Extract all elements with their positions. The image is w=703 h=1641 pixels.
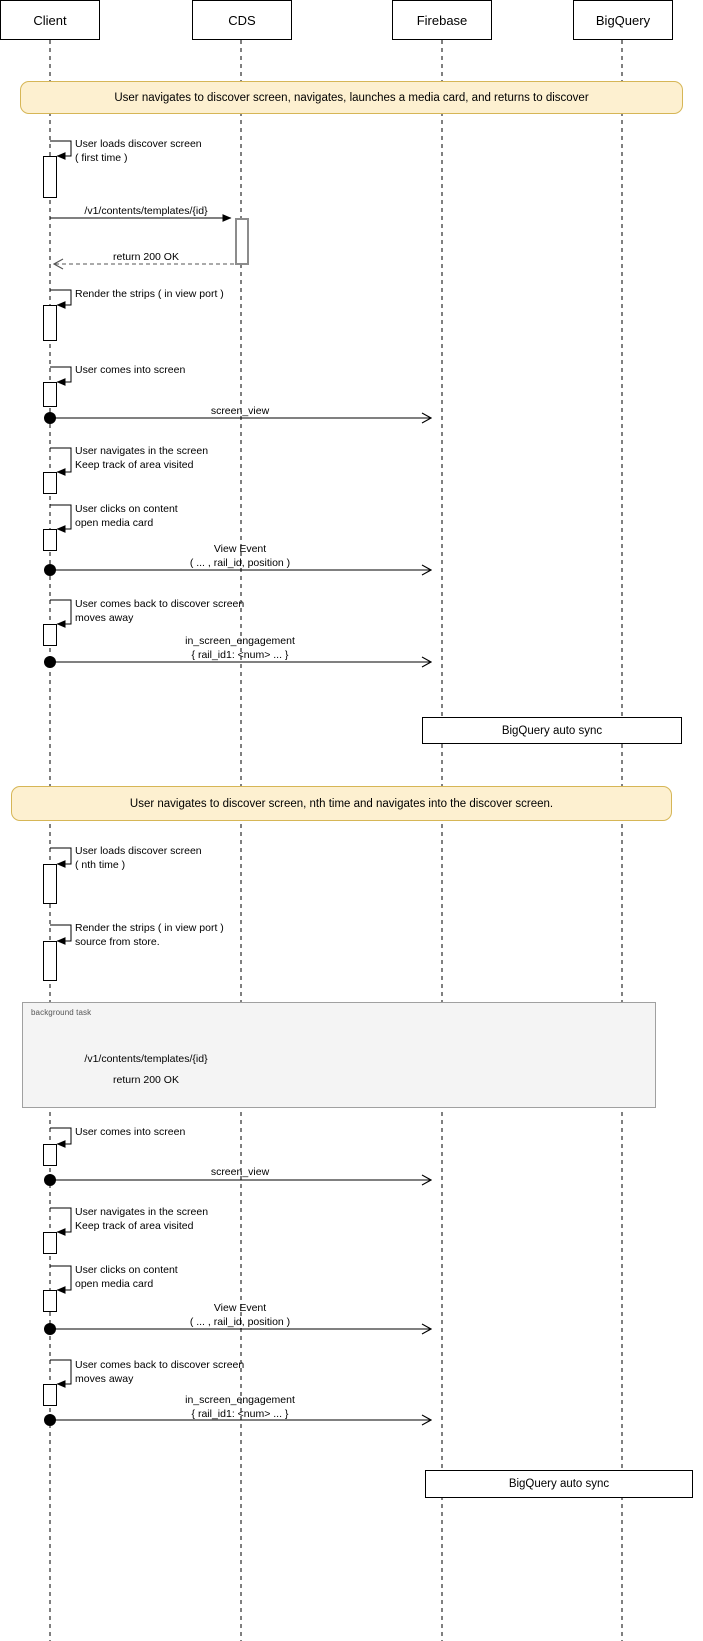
label-self-clicks-1-line1: User clicks on content [75,503,178,515]
async-message-screen-view-2 [44,1174,431,1186]
label-self-navigates-2-line2: Keep track of area visited [75,1220,194,1232]
label-self-back-2-line1: User comes back to discover screen [75,1359,245,1371]
self-message-loads-nth [50,847,72,868]
label-self-clicks-1-line2: open media card [75,517,154,529]
label-screen-view-1: screen_view [210,405,270,417]
self-message-comes-in-2 [50,1127,72,1148]
label-return-200-1: return 200 OK [113,251,179,263]
self-message-clicks-1 [50,504,72,533]
label-engagement-2-line1: in_screen_engagement [185,1394,295,1406]
bigquery-auto-sync-box-2: BigQuery auto sync [425,1470,693,1498]
activation-client-render-1 [43,305,57,341]
activation-client-navigates-2 [43,1232,57,1254]
label-view-event-1-line1: View Event [213,543,267,555]
label-self-loads-first-line2: ( first time ) [75,152,128,164]
section-banner-2-text: User navigates to discover screen, nth t… [129,797,554,810]
bigquery-auto-sync-label-1: BigQuery auto sync [501,724,603,737]
label-self-navigates-1-line1: User navigates in the screen [75,445,209,457]
participant-label-firebase: Firebase [416,12,468,28]
participant-firebase: Firebase [392,0,492,40]
activation-client-loads-nth [43,864,57,904]
activation-client-loads-first [43,156,57,198]
participant-label-bigquery: BigQuery [595,12,651,28]
label-screen-view-2: screen_view [210,1166,270,1178]
label-self-clicks-2-line2: open media card [75,1278,154,1290]
label-engagement-2-line2: { rail_id1: <num> ... } [191,1408,289,1420]
label-self-navigates-2-line1: User navigates in the screen [75,1206,209,1218]
async-message-view-event-2 [44,1323,431,1335]
label-view-event-2-line2: ( ... , rail_id, position ) [189,1316,291,1328]
participant-client: Client [0,0,100,40]
activation-client-comes-in-2 [43,1144,57,1166]
section-banner-1-text: User navigates to discover screen, navig… [114,91,589,104]
participant-label-cds: CDS [228,12,256,28]
label-self-loads-nth-line1: User loads discover screen [75,845,202,857]
self-message-render-1 [50,289,72,309]
async-message-engagement-1 [44,656,431,668]
participant-cds: CDS [192,0,292,40]
activation-client-render-2 [43,941,57,981]
label-self-loads-first-line1: User loads discover screen [75,138,202,150]
activation-client-comes-in-1 [43,382,57,407]
label-self-back-1-line2: moves away [75,612,134,624]
bigquery-auto-sync-box-1: BigQuery auto sync [422,717,682,744]
label-engagement-1-line2: { rail_id1: <num> ... } [191,649,289,661]
label-view-event-2-line1: View Event [213,1302,267,1314]
label-req-templates-1: /v1/contents/templates/{id} [84,205,208,217]
label-self-render-2-line2: source from store. [75,936,160,948]
label-self-render-1-line1: Render the strips ( in view port ) [75,288,224,300]
label-engagement-1-line1: in_screen_engagement [185,635,295,647]
bigquery-auto-sync-label-2: BigQuery auto sync [508,1478,610,1490]
self-message-comes-in-1 [50,366,72,386]
label-self-navigates-1-line2: Keep track of area visited [75,459,194,471]
activation-client-back-1 [43,624,57,646]
self-message-back-1 [50,599,72,628]
label-self-render-2-line1: Render the strips ( in view port ) [75,922,224,934]
activation-cds-templates-1 [235,218,249,265]
activation-client-clicks-1 [43,529,57,551]
self-message-navigates-1 [50,447,72,476]
label-self-back-2-line2: moves away [75,1373,134,1385]
self-message-loads-first [50,140,72,160]
self-message-back-2 [50,1359,72,1388]
label-self-loads-nth-line2: ( nth time ) [75,859,126,871]
section-banner-2: User navigates to discover screen, nth t… [11,786,672,821]
label-self-comes-in-2-line1: User comes into screen [75,1126,186,1138]
self-message-render-2 [50,924,72,945]
activation-client-clicks-2 [43,1290,57,1312]
async-message-engagement-2 [44,1414,431,1426]
label-return-200-2: return 200 OK [113,1074,179,1086]
self-message-navigates-2 [50,1207,72,1236]
participant-label-client: Client [33,12,67,28]
label-self-comes-in-1-line1: User comes into screen [75,364,186,376]
label-self-back-1-line1: User comes back to discover screen [75,598,245,610]
async-message-view-event-1 [44,564,431,576]
label-view-event-1-line2: ( ... , rail_id, position ) [189,557,291,569]
label-self-clicks-2-line1: User clicks on content [75,1264,178,1276]
section-banner-1: User navigates to discover screen, navig… [20,81,683,114]
lifelines [49,40,623,1641]
fragment-background-task: background task [22,1002,656,1108]
activation-client-back-2 [43,1384,57,1406]
label-req-templates-2: /v1/contents/templates/{id} [84,1053,208,1065]
activation-client-navigates-1 [43,472,57,494]
self-message-clicks-2 [50,1265,72,1294]
participant-bigquery: BigQuery [573,0,673,40]
async-message-screen-view-1 [44,412,431,424]
fragment-background-task-label: background task [31,1008,92,1017]
